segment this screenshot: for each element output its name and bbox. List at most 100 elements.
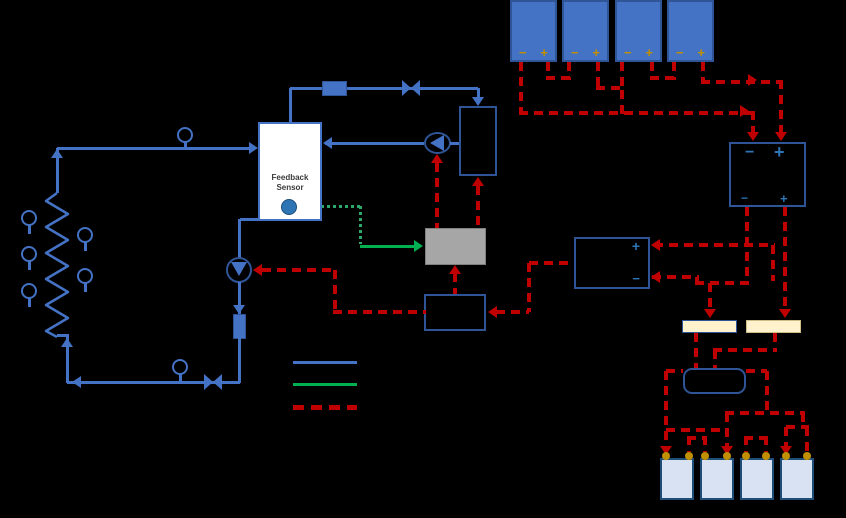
pipe-segment — [477, 88, 480, 101]
power-wire-segment — [708, 283, 712, 310]
power-wire-segment — [771, 245, 775, 281]
solar-panel-4: − + — [667, 0, 714, 62]
wire-arrow — [488, 306, 497, 318]
controller-top-positive-terminal: + — [774, 142, 785, 162]
power-wire-segment — [703, 436, 707, 452]
gauge-stem — [184, 142, 187, 148]
wire-arrow — [779, 309, 791, 318]
power-wire-segment — [805, 427, 809, 452]
power-wire-segment — [650, 62, 654, 80]
battery-terminal — [701, 452, 709, 460]
power-wire-segment — [701, 62, 705, 84]
bus-bar-right — [746, 320, 801, 333]
shutoff-valve — [204, 374, 213, 390]
power-wire-segment — [801, 413, 805, 429]
expansion-fitting — [322, 81, 347, 96]
solar-panel-3: − + — [615, 0, 662, 62]
wire-arrow — [740, 105, 749, 117]
legend-power-line-sample — [293, 405, 357, 410]
battery-terminal — [662, 452, 670, 460]
power-wire-segment — [529, 261, 574, 265]
power-wire-segment — [713, 348, 775, 352]
wire-arrow — [748, 74, 757, 86]
battery-terminal — [723, 452, 731, 460]
wire-arrow — [721, 446, 733, 455]
pipe-arrow — [51, 149, 63, 158]
panel-positive-terminal: + — [645, 45, 653, 60]
battery-terminal — [782, 452, 790, 460]
battery-terminal — [803, 452, 811, 460]
pipe-arrow — [233, 305, 245, 314]
pump-relay-box — [424, 294, 486, 331]
power-wire-segment — [435, 163, 439, 228]
valve-stem — [28, 261, 31, 270]
pipe-segment — [57, 334, 69, 337]
power-wire-segment — [725, 411, 805, 415]
panel-negative-terminal: − — [519, 45, 527, 60]
power-wire-segment — [695, 281, 749, 285]
sensor-signal-segment — [359, 206, 362, 244]
charge-controller: − + − + — [729, 142, 806, 207]
controller-bottom-negative-terminal: − — [741, 191, 749, 205]
panel-negative-terminal: − — [676, 45, 684, 60]
battery-terminal — [685, 452, 693, 460]
wire-arrow — [651, 239, 660, 251]
pipe-segment — [450, 142, 459, 145]
power-wire-segment — [694, 333, 698, 368]
valve-stem — [28, 225, 31, 234]
power-wire-segment — [744, 436, 768, 440]
wire-arrow — [253, 264, 262, 276]
legend-sensor-line-sample — [293, 383, 357, 386]
power-wire-segment — [713, 350, 717, 368]
solar-panel-2: − + — [562, 0, 609, 62]
power-wire-segment — [695, 277, 699, 283]
radiator-valve — [21, 246, 37, 262]
bus-bar-left — [682, 320, 737, 333]
pipe-segment — [325, 142, 424, 145]
power-wire-segment — [476, 186, 480, 228]
power-wire-segment — [664, 371, 668, 448]
pump-impeller-icon — [430, 135, 444, 151]
power-wire-segment — [620, 90, 624, 115]
power-wire-segment — [620, 62, 624, 90]
power-wire-segment — [784, 427, 788, 452]
power-wire-segment — [764, 436, 768, 452]
controller-top-negative-terminal: − — [745, 144, 755, 161]
check-valve — [233, 314, 246, 339]
gauge-stem — [179, 374, 182, 382]
wire-arrow — [651, 271, 660, 283]
power-wire-segment — [519, 111, 755, 115]
controller-bottom-positive-terminal: + — [780, 191, 788, 206]
power-wire-segment — [666, 369, 683, 373]
panel-positive-terminal: + — [540, 45, 548, 60]
power-wire-segment — [672, 62, 676, 80]
legend-pipe-line-sample — [293, 361, 357, 364]
pipe-arrow — [249, 142, 258, 154]
panel-positive-terminal: + — [592, 45, 600, 60]
power-wire-segment — [687, 436, 707, 440]
wire-arrow — [660, 446, 672, 455]
wire-arrow — [704, 309, 716, 318]
power-wire-segment — [650, 76, 676, 80]
tank-label-line1: Feedback — [271, 173, 309, 182]
power-wire-segment — [654, 243, 775, 247]
radiator-valve — [77, 227, 93, 243]
power-wire-segment — [333, 310, 426, 314]
power-wire-segment — [746, 369, 767, 373]
shutoff-valve — [411, 80, 420, 96]
tank-label-line2: Sensor — [276, 183, 304, 192]
pipe-arrow — [323, 137, 332, 149]
system-controller — [425, 228, 486, 265]
shutoff-valve — [402, 80, 411, 96]
dc-load-box: + − — [574, 237, 650, 289]
pipe-segment — [56, 148, 59, 193]
panel-negative-terminal: − — [624, 45, 632, 60]
pipe-arrow — [72, 376, 81, 388]
wire-arrow — [472, 177, 484, 186]
pipe-segment — [290, 87, 478, 90]
power-wire-segment — [567, 62, 571, 80]
pump-impeller-icon — [231, 262, 247, 276]
power-wire-segment — [783, 207, 787, 310]
power-wire-segment — [701, 80, 783, 84]
